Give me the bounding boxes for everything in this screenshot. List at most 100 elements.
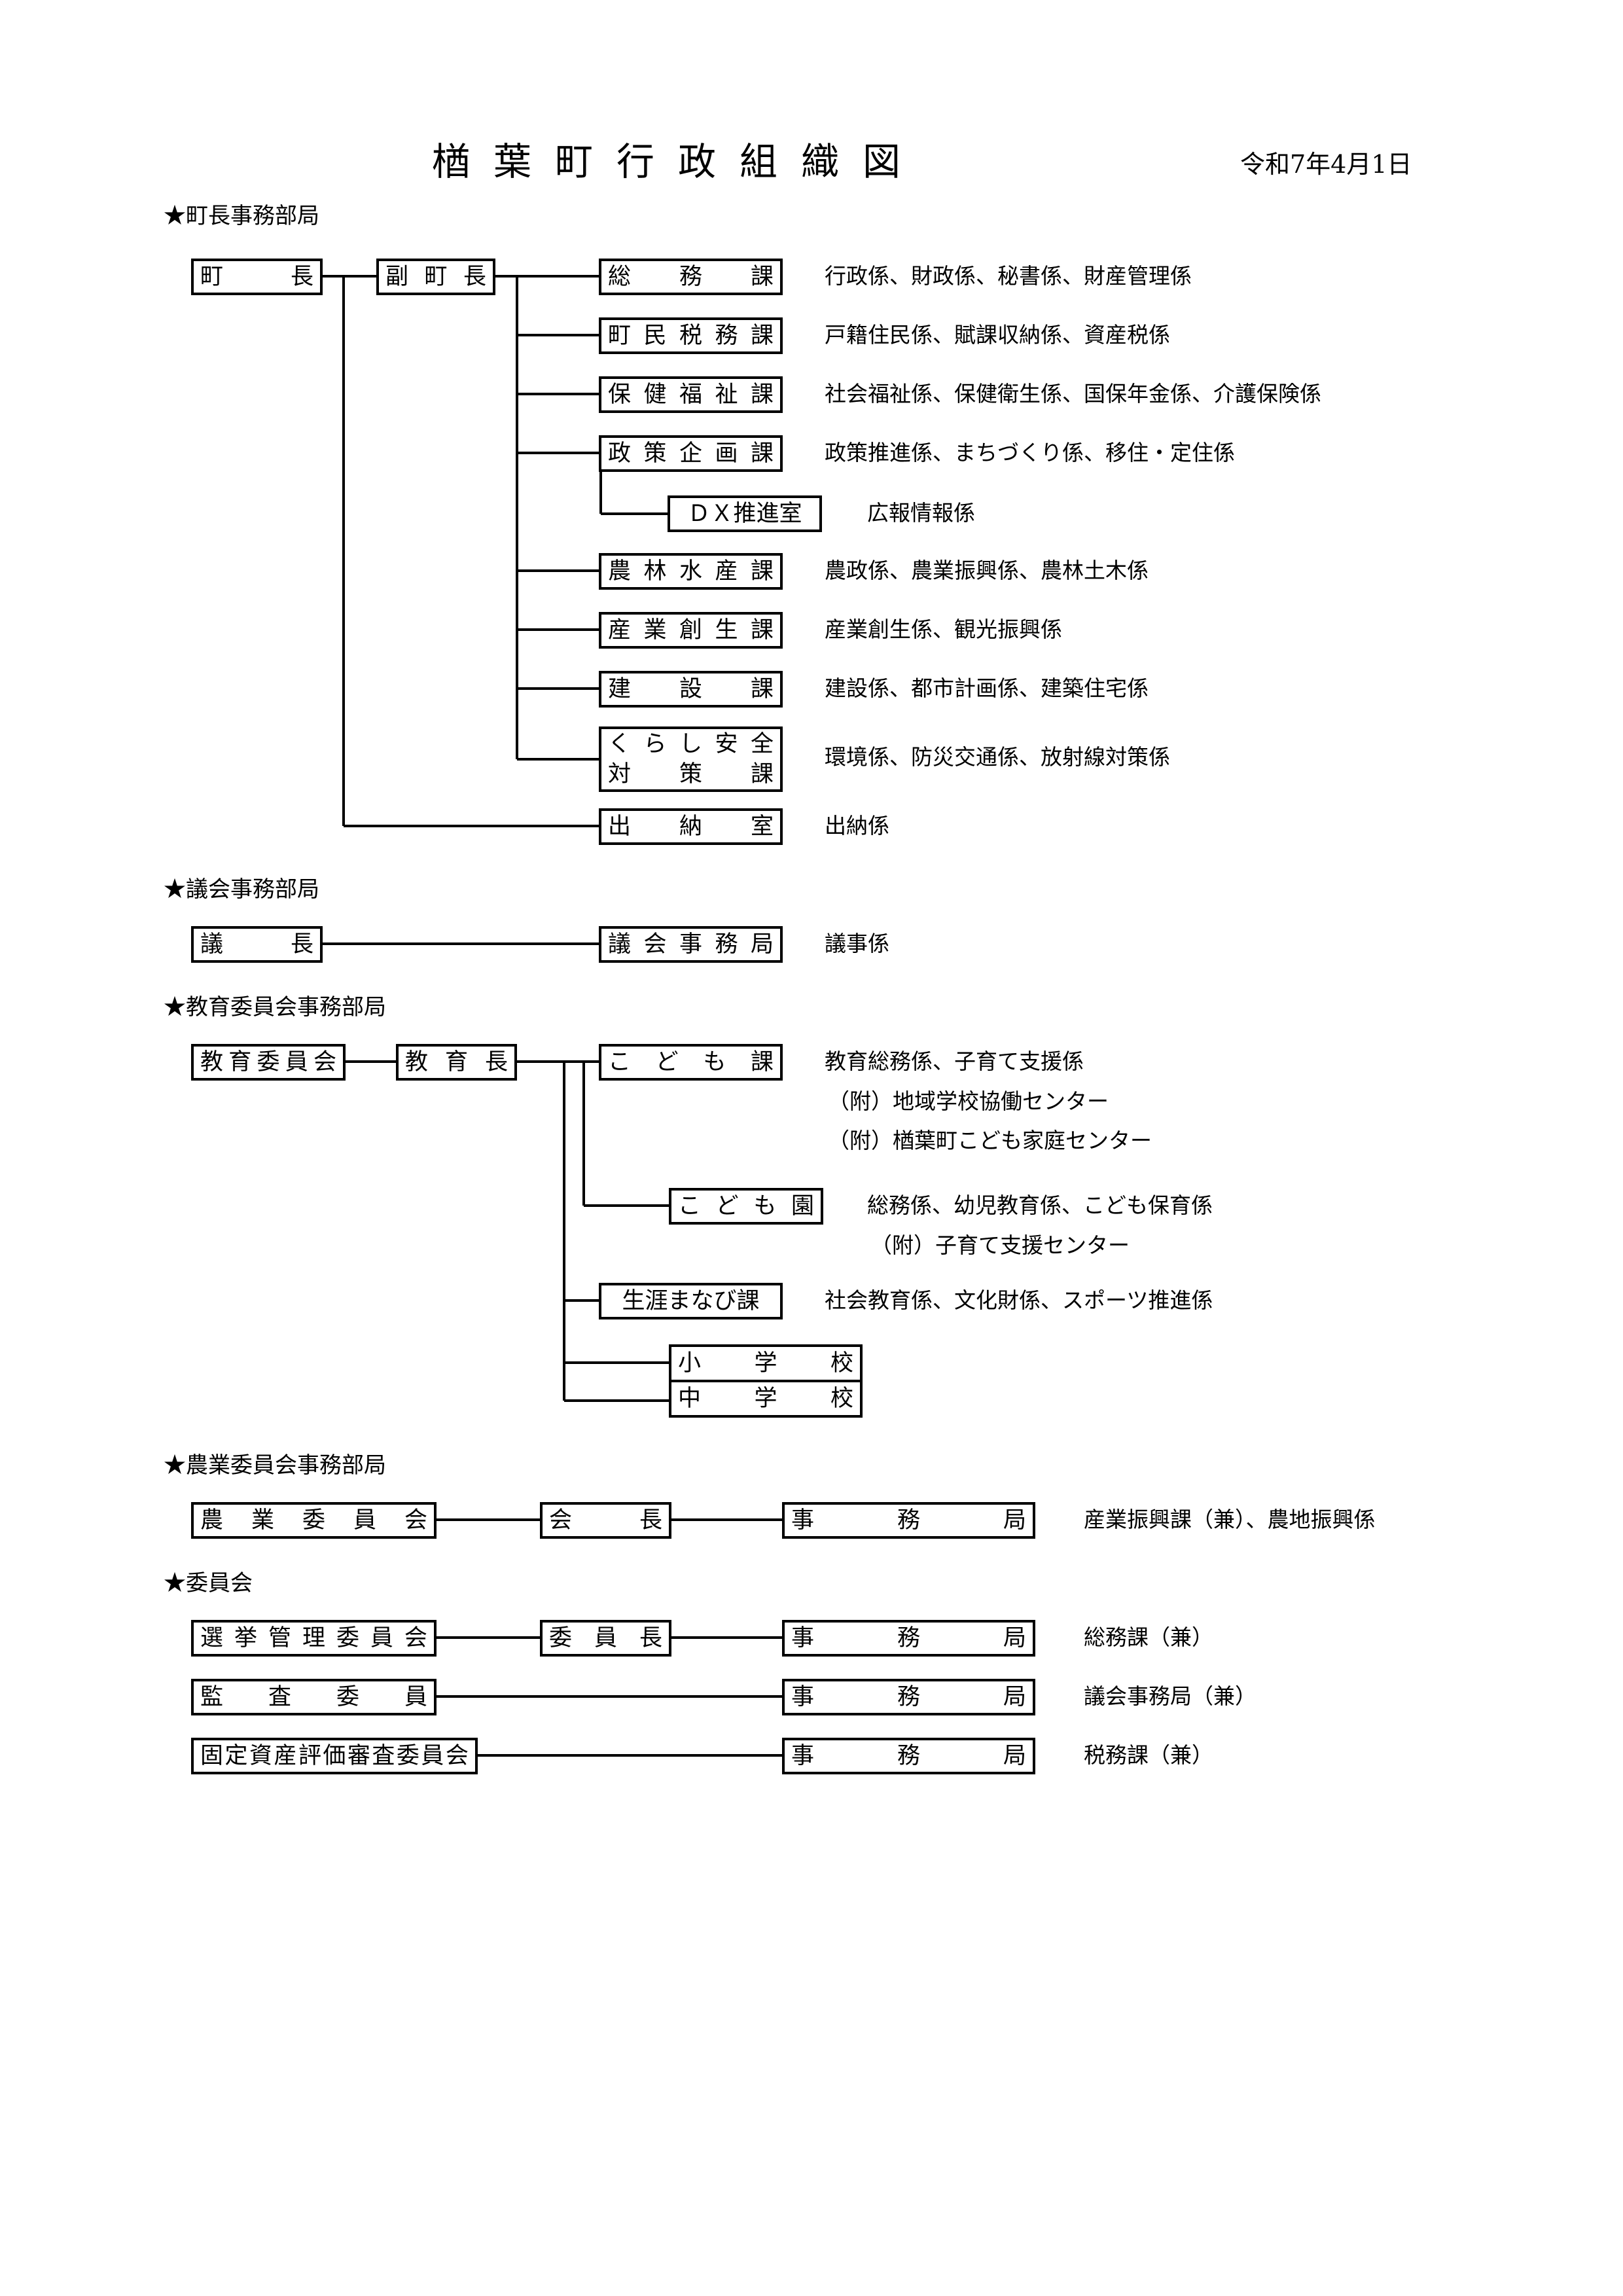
box-kaicho-char: 会 xyxy=(549,1507,573,1534)
box-kansa-char: 査 xyxy=(268,1683,291,1710)
box-kyoikucho-char: 長 xyxy=(484,1049,508,1075)
box-norinsuisan-char: 林 xyxy=(643,558,667,584)
box-norinsuisan-char: 産 xyxy=(715,558,738,584)
section-assembly-heading: ★議会事務部局 xyxy=(164,876,319,903)
box-norinsuisan-char: 農 xyxy=(608,558,632,584)
desc-somu: 行政係、財政係、秘書係、財産管理係 xyxy=(825,263,1192,289)
box-jimukyoku-senkyo-char: 事 xyxy=(791,1624,815,1651)
box-chugakko-char: 中 xyxy=(678,1385,702,1412)
box-chominzeimu-char: 務 xyxy=(715,322,738,349)
box-norinsuisan-char: 課 xyxy=(750,558,774,584)
box-fukucho-char: 長 xyxy=(463,263,486,290)
box-senkyo-char: 管 xyxy=(268,1624,291,1651)
box-kotei-char: 価 xyxy=(323,1742,346,1769)
box-jimukyoku-kotei-char: 事 xyxy=(791,1742,815,1769)
box-jimukyoku-agriculture-char: 事 xyxy=(791,1507,815,1534)
box-kurashi: くらし安全 対策課 xyxy=(599,726,783,792)
box-kurashi-line2-char: 課 xyxy=(750,761,774,787)
box-seisakukikaku-char: 政 xyxy=(608,440,632,467)
box-somu-char: 課 xyxy=(750,263,774,290)
box-suitou: 出納室 xyxy=(599,808,783,845)
box-hokenfukushi-char: 福 xyxy=(679,381,702,408)
desc-jimukyoku-senkyo: 総務課（兼） xyxy=(1084,1624,1213,1650)
section-mayor-heading: ★町長事務部局 xyxy=(164,203,319,229)
box-jimukyoku-kansa-char: 事 xyxy=(791,1683,815,1710)
box-jimukyoku-senkyo-char: 局 xyxy=(1003,1624,1026,1651)
box-seisakukikaku-char: 企 xyxy=(679,440,702,467)
box-jimukyoku-kotei-char: 局 xyxy=(1003,1742,1026,1769)
box-jimukyoku-kansa-char: 務 xyxy=(897,1683,920,1710)
desc-dx: 広報情報係 xyxy=(867,500,975,526)
box-nogyoiinkai-char: 会 xyxy=(404,1507,427,1534)
box-seisakukikaku-char: 画 xyxy=(715,440,738,467)
section-agriculture-heading: ★農業委員会事務部局 xyxy=(164,1452,386,1479)
box-kyoikuiinkai: 教育委員会 xyxy=(191,1044,346,1081)
box-nogyoiinkai-char: 委 xyxy=(302,1507,325,1534)
desc-gikaijimukyoku: 議事係 xyxy=(825,931,889,956)
box-kyoikucho: 教育長 xyxy=(396,1044,517,1081)
box-shogakko-char: 校 xyxy=(830,1350,853,1376)
desc-hokenfukushi: 社会福祉係、保健衛生係、国保年金係、介護保険係 xyxy=(825,381,1321,406)
box-chominzeimu-char: 税 xyxy=(679,322,702,349)
box-sangyososei-char: 業 xyxy=(643,617,667,643)
box-kyoikuiinkai-char: 育 xyxy=(228,1049,252,1075)
box-jimukyoku-agriculture: 事務局 xyxy=(782,1502,1035,1539)
box-senkyo-char: 会 xyxy=(404,1624,427,1651)
box-hokenfukushi-char: 保 xyxy=(608,381,632,408)
box-kotei-char: 査 xyxy=(372,1742,395,1769)
box-dx: ＤＸ推進室 xyxy=(668,495,822,532)
box-hokenfukushi-char: 祉 xyxy=(715,381,738,408)
box-kurashi-line1-char: 全 xyxy=(750,730,774,757)
page-title: 楢葉町行政組織図 xyxy=(432,139,925,184)
box-hokenfukushi-char: 課 xyxy=(750,381,774,408)
box-nogyoiinkai-char: 農 xyxy=(200,1507,224,1534)
box-kodomoka: こども課 xyxy=(599,1044,783,1081)
box-gikaijimukyoku-char: 事 xyxy=(679,931,702,958)
box-chugakko: 中学校 xyxy=(669,1380,863,1418)
box-kensetsu-char: 建 xyxy=(608,675,632,702)
box-jimukyoku-agriculture-char: 務 xyxy=(897,1507,920,1534)
box-kyoikuiinkai-char: 委 xyxy=(257,1049,280,1075)
box-kurashi-line2: 対策課 xyxy=(608,759,774,789)
box-fukucho-char: 町 xyxy=(424,263,448,290)
box-kyoikuiinkai-char: 教 xyxy=(200,1049,224,1075)
box-hokenfukushi-char: 健 xyxy=(643,381,667,408)
box-iincho: 委員長 xyxy=(540,1620,671,1657)
box-gikaijimukyoku: 議会事務局 xyxy=(599,926,783,963)
box-kotei-char: 審 xyxy=(347,1742,370,1769)
box-kensetsu-char: 課 xyxy=(750,675,774,702)
box-cho: 町長 xyxy=(191,259,323,295)
box-jimukyoku-senkyo: 事務局 xyxy=(782,1620,1035,1657)
effective-date: 令和7年4月1日 xyxy=(1240,150,1412,179)
box-senkyo-char: 挙 xyxy=(234,1624,257,1651)
box-seisakukikaku-char: 課 xyxy=(750,440,774,467)
box-kodomoen-char: 園 xyxy=(791,1193,814,1219)
box-chominzeimu-char: 課 xyxy=(750,322,774,349)
box-chominzeimu-char: 町 xyxy=(608,322,632,349)
desc-kurashi: 環境係、防災交通係、放射線対策係 xyxy=(825,744,1170,770)
desc-jimukyoku-kotei: 税務課（兼） xyxy=(1084,1742,1213,1768)
box-seisakukikaku: 政策企画課 xyxy=(599,435,783,472)
box-kurashi-line1-char: し xyxy=(679,730,702,757)
box-shogai: 生涯まなび課 xyxy=(599,1283,783,1319)
box-dx-label: ＤＸ推進室 xyxy=(687,500,802,527)
box-kensetsu-char: 設 xyxy=(679,675,702,702)
desc-sangyososei: 産業創生係、観光振興係 xyxy=(825,617,1062,642)
box-kyoikuiinkai-char: 員 xyxy=(285,1049,308,1075)
box-jimukyoku-senkyo-char: 務 xyxy=(897,1624,920,1651)
box-kodomoka-char: も xyxy=(703,1049,726,1075)
box-senkyo-char: 理 xyxy=(302,1624,325,1651)
box-suitou-char: 納 xyxy=(679,813,702,840)
desc-chominzeimu: 戸籍住民係、賦課収納係、資産税係 xyxy=(825,322,1170,348)
box-senkyo: 選挙管理委員会 xyxy=(191,1620,437,1657)
desc-kodomoka-annex1: （附）地域学校協働センター xyxy=(828,1088,1109,1114)
box-seisakukikaku-char: 策 xyxy=(643,440,667,467)
box-kaicho-char: 長 xyxy=(639,1507,662,1534)
box-sangyososei-char: 創 xyxy=(679,617,702,643)
box-kyoikucho-char: 教 xyxy=(405,1049,429,1075)
box-suitou-char: 出 xyxy=(608,813,632,840)
box-kyoikucho-char: 育 xyxy=(444,1049,468,1075)
box-kotei-char: 会 xyxy=(445,1742,469,1769)
box-senkyo-char: 選 xyxy=(200,1624,224,1651)
box-chugakko-char: 校 xyxy=(830,1385,853,1412)
